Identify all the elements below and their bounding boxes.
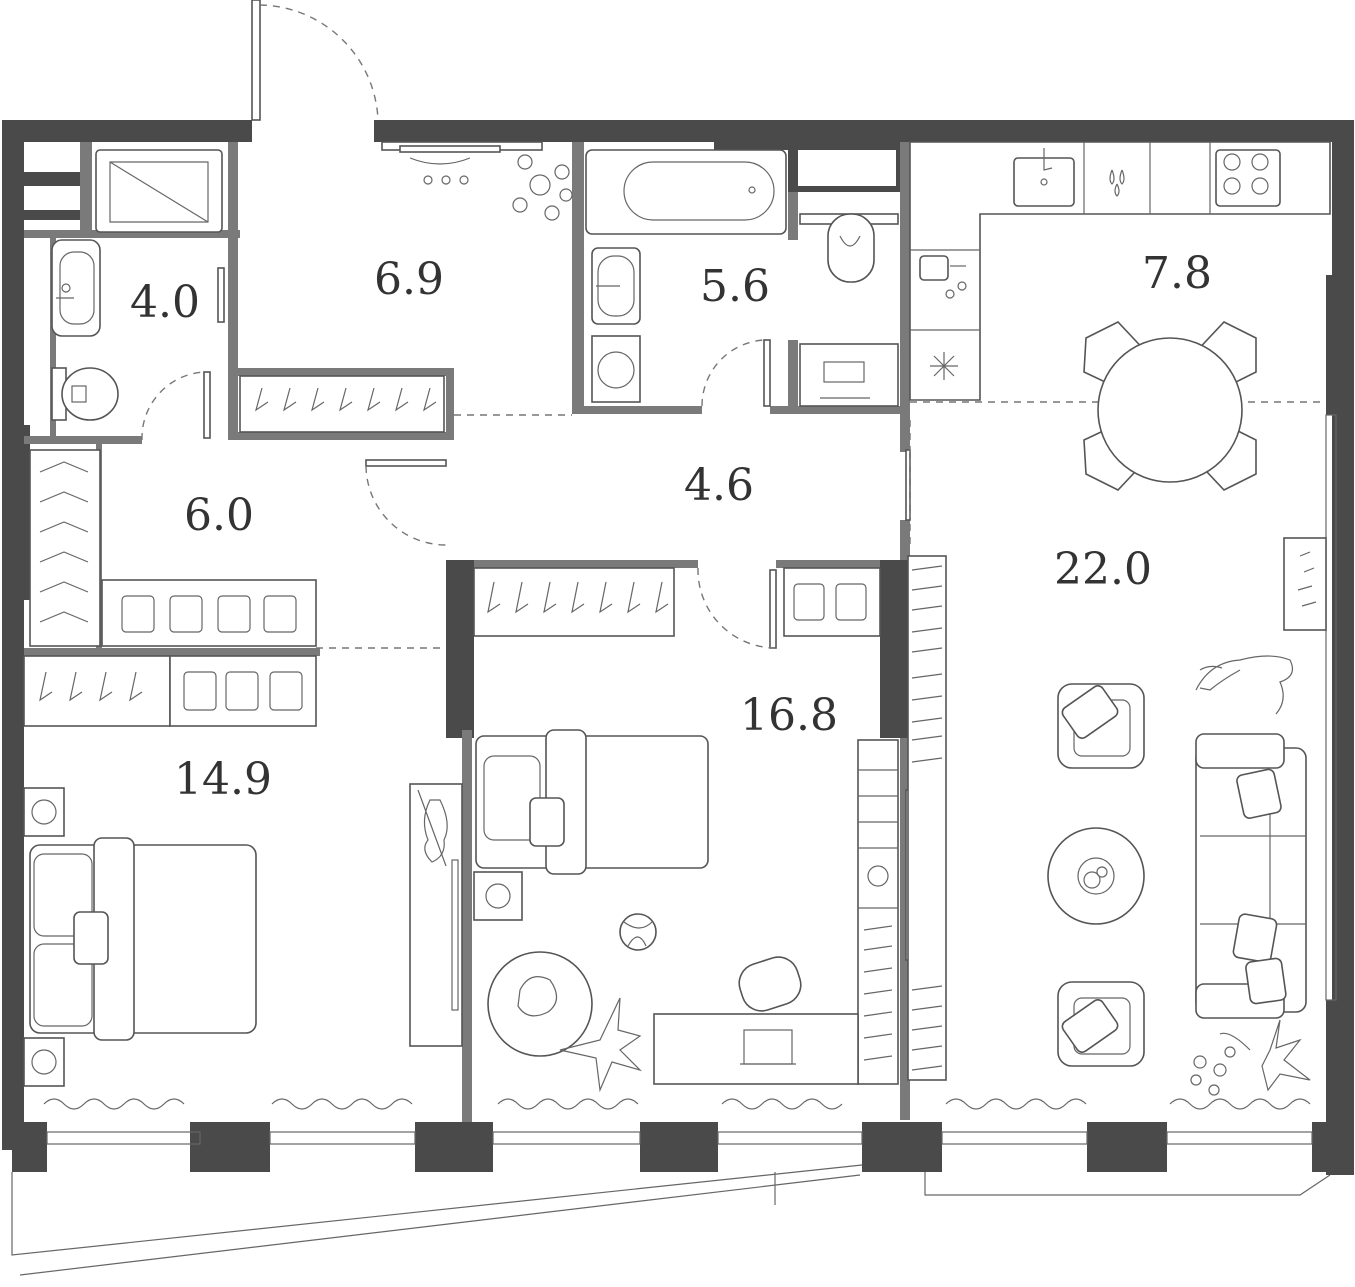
child-nightstand [473,871,523,921]
violin-cabinet [409,783,463,1047]
wardrobe-bottom [23,655,317,727]
dog-figure [1195,655,1293,715]
area-label-bedroom-master: 14.9 [174,754,272,805]
area-label-hall: 6.9 [374,254,444,305]
curtain-child [497,1098,1311,1110]
curtain-master [43,1098,413,1110]
area-label-wardrobe: 6.0 [184,490,254,541]
towel-heater [799,343,899,407]
shoe-rack [907,555,947,1081]
toilet [799,213,899,283]
nightstand-top [23,787,65,837]
hall-plant [512,154,573,221]
area-label-corridor: 4.6 [684,460,754,511]
shower-cabin [95,149,223,233]
fridge-snowflake-icon [930,352,958,380]
toilet-small [51,367,119,421]
bookshelf [857,739,899,1085]
dishwasher-drops [1109,169,1125,197]
living-plant [1190,1019,1311,1096]
nightstand-bottom [23,1037,65,1087]
area-label-bathroom: 5.6 [700,261,770,312]
kitchen-sink [1013,148,1075,207]
interior-walls [24,142,910,1122]
play-rug [487,951,593,1057]
area-label-living-room: 22.0 [1054,544,1152,595]
hall-console [381,141,543,185]
wardrobe-hangers-left [29,449,101,647]
master-bed [29,837,257,1041]
coffee-table [1047,827,1145,925]
ball [619,913,657,951]
wardrobe-shirts [101,579,317,647]
armchair-top [1057,683,1145,769]
bathtub [585,149,787,235]
tv-stand [1283,537,1327,631]
dining-table [1083,321,1257,491]
desk-chair [738,956,802,1012]
sink-small [51,239,101,337]
area-label-bathroom-small: 4.0 [130,277,200,328]
coffee-machine [919,255,967,299]
desk [653,1013,859,1085]
child-bed [475,729,709,875]
entrance-door [251,0,379,121]
child-wardrobe [473,567,881,637]
area-label-kitchen: 7.8 [1142,248,1212,299]
cooktop [1215,149,1281,207]
room-labels: 4.0 6.9 5.6 7.8 4.6 6.0 22.0 16.8 14.9 [130,248,1212,805]
washing-machine [591,335,641,403]
bathroom-sink [591,247,641,325]
child-plant [559,997,643,1093]
area-label-bedroom-child: 16.8 [740,690,838,741]
sofa [1195,733,1307,1019]
armchair-bottom [1057,981,1145,1067]
hall-wardrobe [239,375,445,433]
